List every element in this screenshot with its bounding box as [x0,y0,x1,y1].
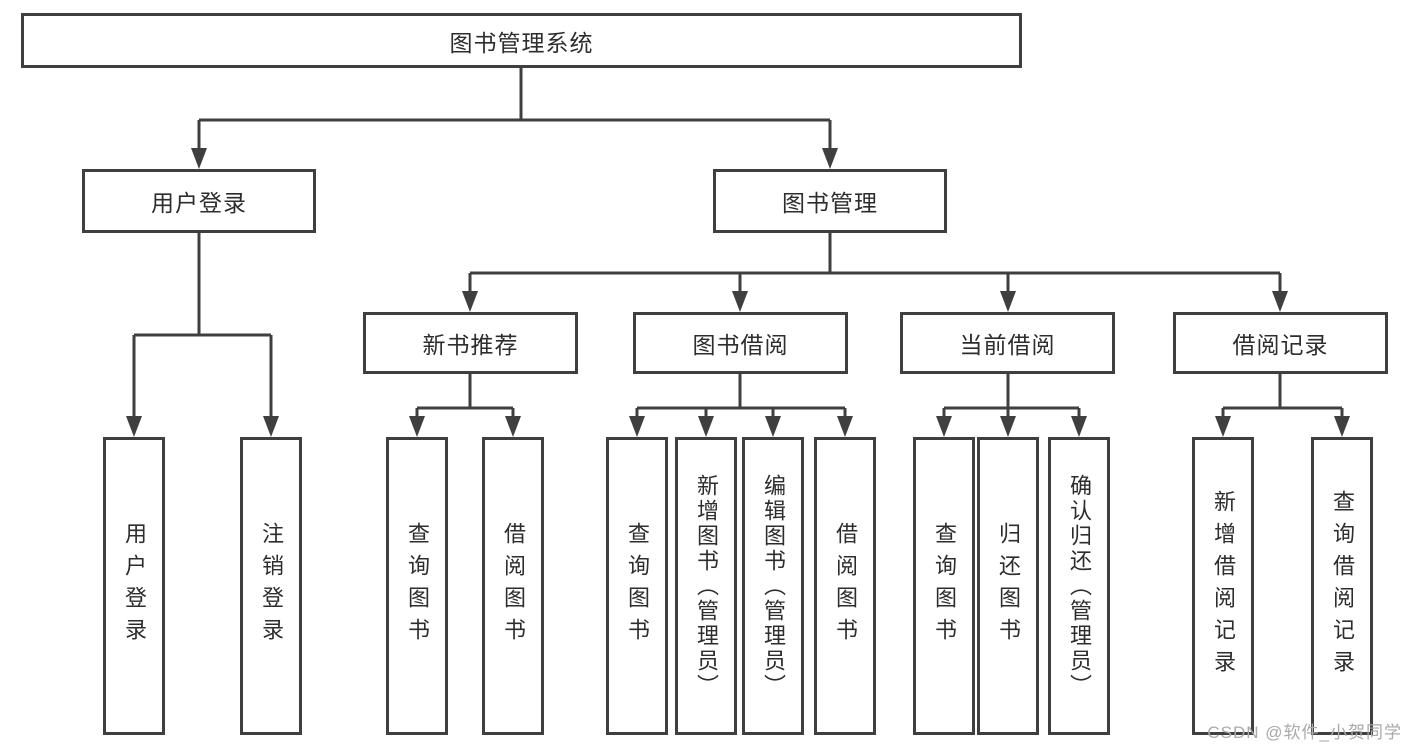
leaf-confirm-return-admin: 确认归还（管理员） [1048,437,1110,735]
leaf-query-books-recommend: 查询图书 [386,437,448,735]
leaf-add-book-admin: 新增图书（管理员） [675,437,737,735]
node-book-mgmt-system: 图书管理系统 [21,13,1022,68]
connector-arrowheads [126,148,1350,437]
leaf-add-borrow-record-label: 新增借阅记录 [1211,490,1236,682]
leaf-user-login: 用户登录 [103,437,165,735]
leaf-edit-book-admin-label: 编辑图书（管理员） [761,473,786,699]
node-borrow-records: 借阅记录 [1173,312,1388,374]
leaf-query-books-recommend-label: 查询图书 [405,522,430,650]
leaf-return-book-label: 归还图书 [996,522,1021,650]
leaf-query-books-current-label: 查询图书 [932,522,957,650]
leaf-user-login-label: 用户登录 [122,522,147,650]
leaf-return-book: 归还图书 [977,437,1039,735]
node-book-mgmt: 图书管理 [713,169,947,233]
leaf-query-books-current: 查询图书 [913,437,975,735]
leaf-query-books-borrow-label: 查询图书 [625,522,650,650]
leaf-confirm-return-admin-label: 确认归还（管理员） [1067,473,1092,699]
node-book-borrow: 图书借阅 [633,312,848,374]
leaf-borrow-books-recommend: 借阅图书 [482,437,544,735]
leaf-logout: 注销登录 [240,437,302,735]
leaf-query-borrow-record-label: 查询借阅记录 [1330,490,1355,682]
leaf-borrow-books-recommend-label: 借阅图书 [501,522,526,650]
leaf-add-book-admin-label: 新增图书（管理员） [694,473,719,699]
node-new-book-recommend: 新书推荐 [363,312,578,374]
leaf-edit-book-admin: 编辑图书（管理员） [742,437,804,735]
leaf-add-borrow-record: 新增借阅记录 [1192,437,1254,735]
leaf-borrow-books: 借阅图书 [814,437,876,735]
leaf-query-borrow-record: 查询借阅记录 [1311,437,1373,735]
watermark: CSDN @软件_小贺同学 [1207,723,1402,742]
leaf-borrow-books-label: 借阅图书 [833,522,858,650]
node-current-borrow: 当前借阅 [900,312,1115,374]
leaf-logout-label: 注销登录 [259,522,284,650]
leaf-query-books-borrow: 查询图书 [606,437,668,735]
node-user-login: 用户登录 [82,169,316,233]
connector-wires [132,68,1344,418]
